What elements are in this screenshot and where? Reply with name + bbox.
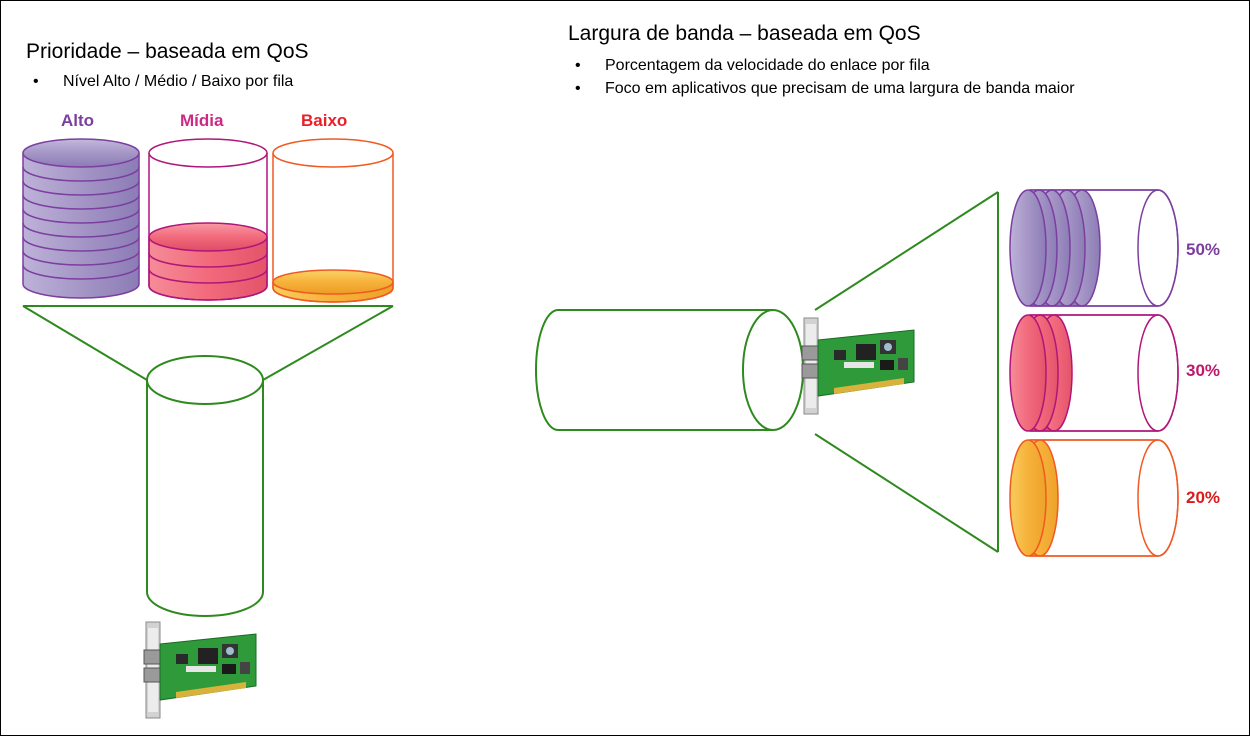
right-bullet-text: Porcentagem da velocidade do enlace por …: [605, 57, 930, 74]
right-funnel: [814, 191, 999, 553]
right-bullet: • Foco em aplicativos que precisam de uma…: [572, 79, 1075, 102]
left-title: Prioridade – baseada em QoS: [26, 40, 309, 63]
queue-label-20: 20%: [1186, 488, 1221, 507]
alto-disk-stack: [22, 138, 140, 280]
right-title: Largura de banda – baseada em QoS: [568, 22, 921, 45]
bullet-dot-icon: •: [575, 80, 581, 97]
midia-cylinder: [148, 138, 268, 301]
left-bullet-text: Nível Alto / Médio / Baixo por fila: [63, 73, 294, 90]
left-bullet-list: • Nível Alto / Médio / Baixo por fila: [30, 72, 293, 95]
alto-cylinder: [22, 138, 140, 299]
right-input-pipe: [535, 309, 804, 431]
right-bullet-list: • Porcentagem da velocidade do enlace por…: [572, 56, 1075, 102]
bullet-dot-icon: •: [575, 57, 581, 74]
baixo-cylinder: [272, 138, 394, 303]
right-bullet: • Porcentagem da velocidade do enlace por…: [572, 56, 1075, 79]
queue-20-cylinder: [1009, 439, 1179, 557]
queue-30-cylinder: [1009, 314, 1179, 432]
network-adapter-card-icon: [143, 621, 257, 719]
queue-label-midia: Mídia: [180, 111, 224, 130]
bullet-dot-icon: •: [33, 73, 39, 90]
queue-50-cylinder: [1009, 189, 1179, 307]
network-adapter-card-icon: [801, 317, 915, 415]
queue-label-50: 50%: [1186, 240, 1221, 259]
left-bullet: • Nível Alto / Médio / Baixo por fila: [30, 72, 293, 95]
right-bullet-text: Foco em aplicativos que precisam de uma …: [605, 80, 1075, 97]
left-funnel: [22, 305, 394, 381]
queue-label-30: 30%: [1186, 361, 1221, 380]
left-output-pipe: [146, 355, 264, 617]
queue-label-alto: Alto: [61, 111, 95, 130]
queue-label-baixo: Baixo: [301, 111, 348, 130]
